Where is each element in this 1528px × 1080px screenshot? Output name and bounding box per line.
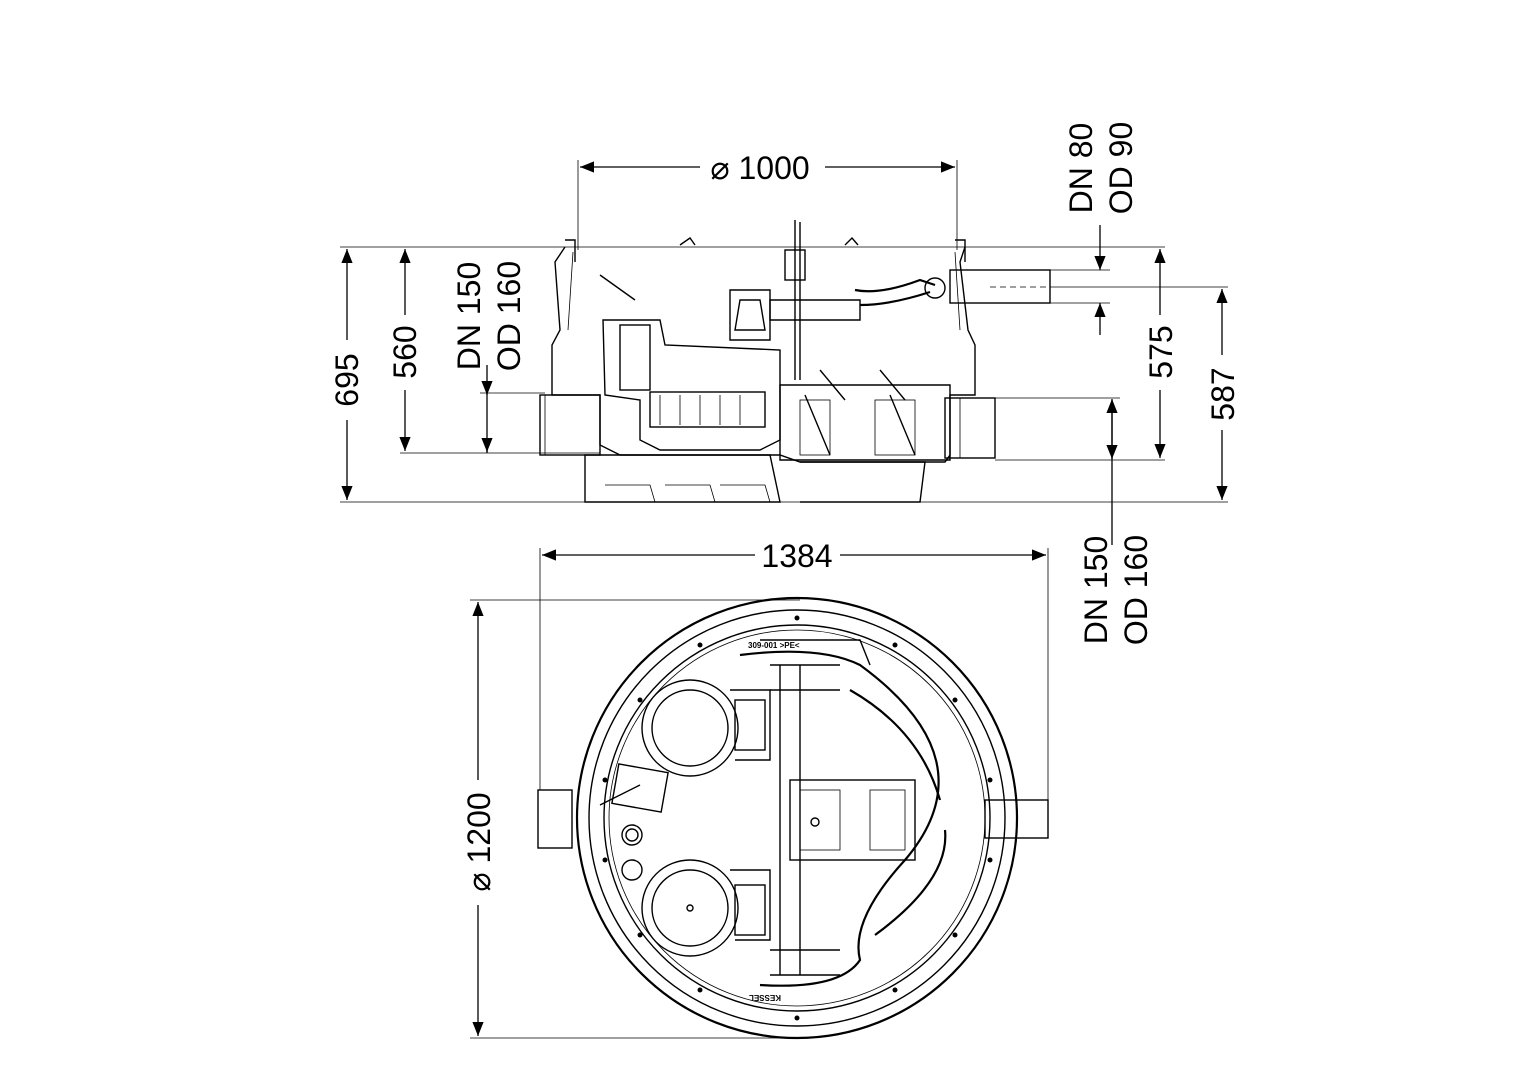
outlet-pipe-dn80 <box>949 269 1051 304</box>
chamber-outer-ring <box>575 596 1019 1040</box>
part-label: 309-001 >PE< <box>748 641 800 650</box>
pump-lower <box>641 859 771 957</box>
dim-height-695: 695 <box>329 353 365 406</box>
inlet-pipe-left <box>539 394 601 456</box>
dim-height-587: 587 <box>1205 367 1241 420</box>
outlet-right-dn: DN 150 <box>1078 536 1114 645</box>
brand-label: KESSEL <box>749 993 781 1002</box>
outlet-pipe-right <box>944 397 996 459</box>
outlet-stub-right <box>984 799 1049 839</box>
outlet-top-dn: DN 80 <box>1063 123 1099 214</box>
dim-diameter-1200: ⌀ 1200 <box>461 792 497 891</box>
pump-upper <box>641 679 771 777</box>
dim-height-575: 575 <box>1143 325 1179 378</box>
base-hatched <box>584 454 781 503</box>
outlet-right-od: OD 160 <box>1118 535 1154 645</box>
dim-width-1384: 1384 <box>761 538 832 574</box>
inlet-left-od: OD 160 <box>491 261 527 371</box>
side-view: ⌀ 1000 695 560 DN 150 OD 160 DN 80 OD 90… <box>329 122 1241 545</box>
dim-diameter-1000: ⌀ 1000 <box>710 150 809 186</box>
outlet-top-od: OD 90 <box>1103 122 1139 214</box>
top-view: 309-001 >PE< KESSEL 1384 ⌀ 1200 DN 150 O… <box>461 535 1154 1040</box>
chamber-body <box>551 220 1051 463</box>
inlet-stub-left <box>537 789 573 849</box>
inlet-left-dn: DN 150 <box>451 262 487 371</box>
dim-height-560: 560 <box>387 325 423 378</box>
control-unit <box>789 779 916 861</box>
